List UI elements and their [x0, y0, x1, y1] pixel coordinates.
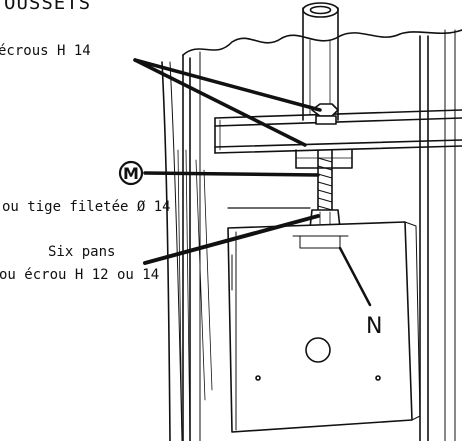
left-frame [161, 61, 183, 442]
top-nut [311, 103, 339, 125]
label-ecrous: écrous H 14 [0, 43, 91, 59]
title-partial: OUSSETS [4, 0, 92, 14]
label-ecrou-h12: ou écrou H 12 ou 14 [0, 267, 160, 283]
marker-circle [118, 160, 144, 186]
side-strokes [177, 149, 213, 442]
marker-m-label: M [123, 163, 139, 183]
horizontal-beam [214, 109, 462, 154]
threaded-rod [317, 149, 333, 211]
bracket [295, 149, 353, 169]
support-box [227, 221, 421, 433]
vertical-pipe [302, 2, 339, 121]
label-part-n: N [366, 314, 383, 339]
label-tige: ou tige filetée Ø 14 [2, 199, 171, 215]
leader-lines [133, 58, 372, 307]
label-six-pans: Six pans [48, 244, 116, 260]
